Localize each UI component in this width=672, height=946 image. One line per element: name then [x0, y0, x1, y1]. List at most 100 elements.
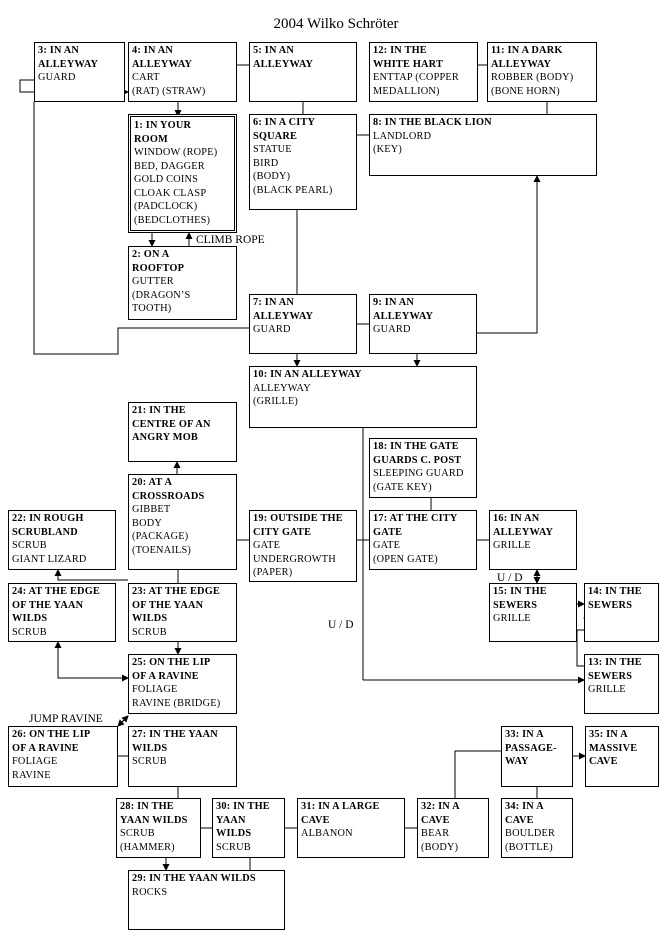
room-title-line: 24: AT THE EDGE — [12, 586, 100, 597]
room-title-line: 25: ON THE LIP — [132, 657, 211, 668]
room-items: BOULDER(BOTTLE) — [505, 827, 569, 854]
room-item — [588, 626, 655, 640]
room-item: SCRUB — [216, 841, 251, 853]
room-title-line: 32: IN A — [421, 801, 460, 812]
room-items: ALLEYWAY(GRILLE) — [253, 382, 473, 409]
room-title-line: 31: IN A LARGE — [301, 801, 380, 812]
room-title-line: 19: OUTSIDE THE — [253, 513, 343, 524]
room-title-line: SEWERS — [493, 599, 538, 611]
room-items: SCRUB — [216, 841, 281, 855]
room-title-line: 20: AT A — [132, 477, 173, 488]
room-title-line: CAVE — [301, 814, 330, 826]
room-items: ROBBER (BODY)(BONE HORN) — [491, 71, 593, 98]
room-items: LANDLORD(KEY) — [373, 130, 593, 157]
room-item: GUARD — [38, 72, 76, 83]
room-item: ALBANON — [301, 828, 353, 839]
room-title-line: 29: IN THE YAAN WILDS — [132, 873, 256, 884]
room-item: RAT — [588, 639, 655, 641]
room-title: 22: IN ROUGH SCRUBLAND — [12, 512, 112, 539]
room-title-line: 6: IN A CITY — [253, 117, 316, 128]
room-item: TOOTH) — [132, 303, 172, 314]
room-item: WINDOW (ROPE) — [134, 147, 218, 158]
room-title-line: 30: IN THE — [216, 801, 270, 812]
room-item: GUARD — [253, 324, 291, 335]
room-items: ROCKS — [132, 886, 281, 900]
room-title-line: ALLEYWAY — [373, 310, 434, 322]
room-title-line: 9: IN AN — [373, 297, 415, 308]
room-title-line: 13: IN THE — [588, 657, 642, 668]
room-title: 10: IN AN ALLEYWAY — [253, 368, 473, 382]
link-14-13 — [576, 629, 584, 667]
ud-label-left: U / D — [328, 619, 354, 631]
room-title: 15: IN THE SEWERS — [493, 585, 573, 612]
room-title-line: ROOFTOP — [132, 262, 185, 274]
room-title-line: YAAN — [216, 814, 246, 826]
room-title-line: OF A RAVINE — [132, 670, 199, 682]
room-item: SLEEPING GUARD — [373, 468, 464, 479]
room-item: (RAT) (STRAW) — [132, 85, 206, 97]
room-title: 2: ON A ROOFTOP — [132, 248, 233, 275]
room-items: GRILLE — [588, 683, 655, 697]
room-items: GUARD — [38, 71, 121, 85]
room-item: GRILLE — [493, 613, 531, 624]
room-title-line: 5: IN AN — [253, 45, 295, 56]
link-25-24 — [54, 641, 128, 679]
room-title-line: OF THE YAAN — [132, 599, 204, 611]
room-title-line: CAVE — [421, 814, 450, 826]
room-item: SCRUB — [12, 540, 47, 551]
room-box-15: 15: IN THE SEWERS GRILLE — [489, 583, 577, 642]
room-title-line: GATE — [373, 526, 403, 538]
room-title-line: 12: IN THE — [373, 45, 427, 56]
room-title-line: 21: IN THE — [132, 405, 186, 416]
room-title: 29: IN THE YAAN WILDS — [132, 872, 281, 886]
room-item: GIBBET — [132, 504, 171, 515]
room-item: ROBBER (BODY) — [491, 72, 574, 83]
link-3-7 — [33, 102, 249, 355]
room-title-line: CENTRE OF AN — [132, 418, 211, 430]
room-item: SCRUB — [132, 626, 167, 638]
room-title-line: OF THE YAAN — [12, 599, 84, 611]
room-title-line: SCRUBLAND — [12, 526, 78, 538]
link-20-22 — [54, 569, 128, 581]
room-title-line: 26: ON THE LIP — [12, 729, 91, 740]
room-items: CART(RAT) (STRAW) — [132, 71, 233, 98]
room-item: BODY — [132, 517, 162, 529]
room-item: (HAMMER) — [120, 841, 175, 853]
room-title-line: 22: IN ROUGH — [12, 513, 84, 524]
room-item: BEAR — [421, 828, 450, 839]
room-item: BOULDER — [505, 828, 556, 839]
room-item: (BODY) — [253, 171, 291, 182]
room-title-line: 15: IN THE — [493, 586, 547, 597]
room-title-line: 2: ON A — [132, 249, 170, 260]
room-title-line: 34: IN A — [505, 801, 544, 812]
room-item: SCRUB — [120, 828, 155, 839]
